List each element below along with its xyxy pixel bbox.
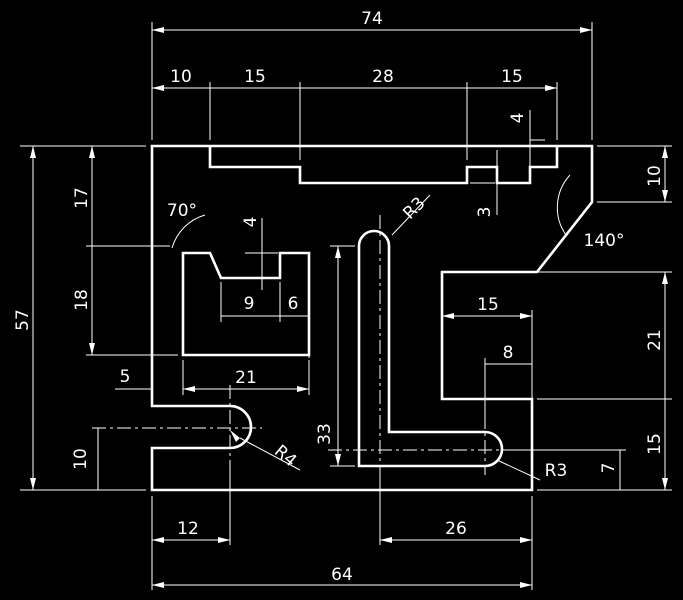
dim-pocket-9: 9 [244, 294, 255, 314]
dim-overall-height: 57 [13, 309, 33, 331]
dim-overall-width: 74 [361, 9, 383, 29]
dim-top-left-10: 10 [170, 67, 192, 87]
dim-top-15-b: 15 [501, 67, 523, 87]
dim-slot-r4: R4 [270, 441, 300, 471]
dim-bottom-26: 26 [445, 519, 467, 539]
dim-pocket-4: 4 [241, 217, 261, 228]
arrowheads [30, 27, 668, 588]
dimension-lines [20, 22, 672, 590]
dim-angle-140: 140° [584, 231, 625, 251]
dim-slot-33: 33 [315, 423, 335, 445]
dim-right-15: 15 [477, 295, 499, 315]
dim-right-8: 8 [503, 343, 514, 363]
dim-right-10: 10 [645, 165, 665, 187]
dim-right-15-b: 15 [645, 433, 665, 455]
dim-slot-r3-bottom: R3 [545, 461, 568, 481]
dim-angle-70: 70° [167, 201, 197, 221]
dim-top-15-a: 15 [244, 67, 266, 87]
dim-right-7: 7 [599, 463, 619, 474]
dim-bottom-12: 12 [177, 519, 199, 539]
dim-right-21: 21 [645, 329, 665, 351]
dim-pocket-21: 21 [235, 368, 257, 388]
dim-left-10: 10 [71, 448, 91, 470]
dim-slot-r3-top: R3 [399, 193, 429, 223]
dim-top-28: 28 [372, 67, 394, 87]
dim-pocket-6: 6 [288, 294, 299, 314]
part-outline [150, 144, 594, 492]
dim-left-5: 5 [120, 367, 131, 387]
dim-left-17: 17 [72, 187, 92, 209]
pocket-outline [181, 251, 311, 357]
dim-overall-64: 64 [331, 565, 353, 585]
dim-notch-4: 4 [508, 113, 528, 124]
dim-left-18: 18 [72, 289, 92, 311]
l-slot-outline [357, 229, 504, 468]
dim-step-3: 3 [475, 207, 495, 218]
top-recess-outline [208, 146, 559, 185]
